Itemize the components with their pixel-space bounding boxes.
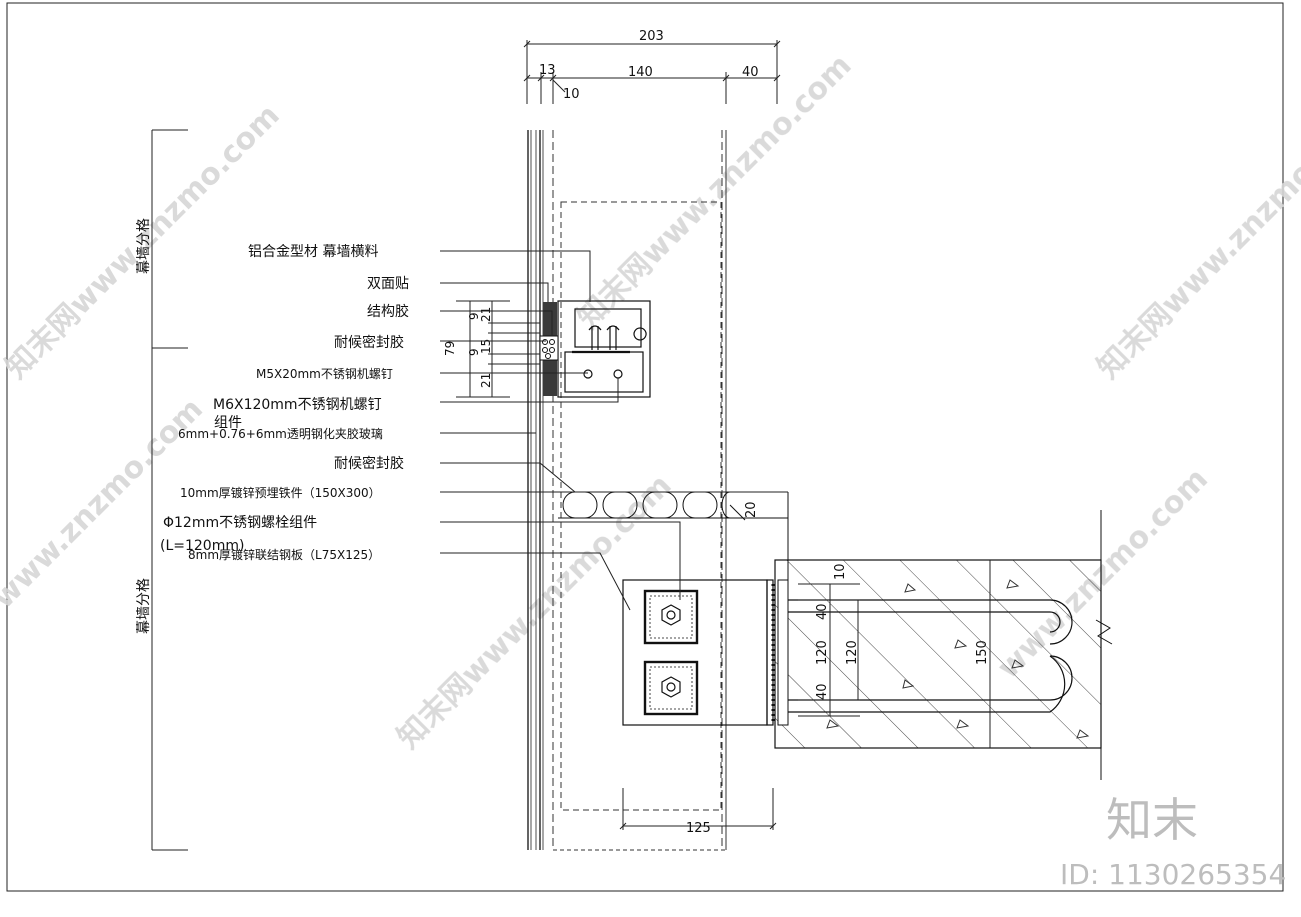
watermark-layer: 知末网www.znzmo.com 知末网www.znzmo.com 知末网www… — [0, 48, 1301, 756]
dim-v20: 20 — [744, 501, 759, 518]
callout-m5-screw: M5X20mm不锈钢机螺钉 — [256, 367, 393, 381]
dim-v79: 79 — [443, 341, 457, 356]
callout-bolt-length: (L=120mm) — [160, 538, 244, 554]
dim-v40b: 40 — [815, 683, 830, 700]
brand-watermark: 知末 — [1106, 793, 1198, 847]
watermark-2: 知末网www.znzmo.com — [571, 48, 859, 336]
dim-right: 40 — [742, 65, 759, 80]
dim-bracket-width: 125 — [686, 821, 711, 836]
drawing-border — [6, 2, 1284, 892]
side-label-upper: 幕墙分格 — [136, 218, 152, 274]
callout-connection-plate: 8mm厚镀锌联结钢板（L75X125） — [188, 548, 380, 562]
dim-left-a: 13 — [539, 63, 556, 78]
callout-weather-sealant-2: 耐候密封胶 — [334, 455, 404, 472]
dim-v150: 150 — [975, 640, 990, 665]
dim-v21a: 21 — [479, 307, 493, 322]
glass-panel — [527, 130, 544, 850]
dim-v120b: 120 — [845, 640, 860, 665]
callout-structural-glue: 结构胶 — [367, 303, 409, 320]
dim-overall: 203 — [639, 29, 664, 44]
concrete-slab — [774, 510, 1113, 780]
dim-v9b: 9 — [467, 348, 481, 356]
watermark-4: www.znzmo.com — [0, 392, 210, 616]
callout-weather-sealant: 耐候密封胶 — [334, 334, 404, 351]
callout-laminated-glass: 6mm+0.76+6mm透明钢化夹胶玻璃 — [178, 426, 383, 441]
callout-aluminium-transom: 铝合金型材 幕墙横料 — [248, 244, 378, 260]
dim-v9a: 9 — [467, 312, 481, 320]
dim-v120a: 120 — [815, 640, 830, 665]
callout-m6-screw: M6X120mm不锈钢机螺钉 — [213, 397, 382, 413]
callout-bolt-assembly: Φ12mm不锈钢螺栓组件 — [163, 515, 317, 531]
dim-left-b: 10 — [563, 87, 580, 102]
bracket-dimension — [619, 788, 777, 830]
connection-plate — [622, 579, 775, 726]
callout-double-sided-tape: 双面贴 — [367, 276, 409, 292]
top-dimension-chain — [523, 40, 781, 104]
dim-v21b: 21 — [479, 373, 493, 388]
dim-v10: 10 — [833, 563, 848, 580]
transom-dimensions — [456, 300, 540, 398]
side-label-lower: 幕墙分格 — [136, 578, 152, 634]
watermark-3: 知末网www.znzmo.com — [1091, 98, 1301, 386]
grid-bracket — [151, 129, 188, 851]
dim-middle: 140 — [628, 65, 653, 80]
dim-v15: 15 — [479, 339, 493, 354]
callout-component: 组件 — [214, 415, 242, 431]
callout-embedded-plate: 10mm厚镀锌预埋铁件（150X300） — [180, 486, 381, 500]
dim-v40a: 40 — [815, 603, 830, 620]
image-id: ID: 1130265354 — [1060, 858, 1286, 891]
leader-lines — [440, 250, 788, 611]
mullion-outline — [552, 130, 727, 851]
